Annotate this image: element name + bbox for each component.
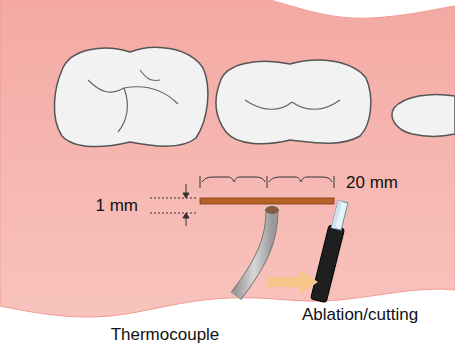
part-label: Thermocouple <box>111 326 220 345</box>
direction-arrow <box>268 270 318 294</box>
dimension-bracket <box>200 176 334 188</box>
dimension-label: 1 mm <box>96 197 139 216</box>
part-label: Ablation/cutting <box>302 306 418 325</box>
dimension-label: 20 mm <box>346 174 398 193</box>
ablation-tool <box>311 200 351 303</box>
incision <box>200 198 334 204</box>
gum <box>0 0 455 317</box>
molar-tooth <box>392 95 455 137</box>
thermocouple <box>236 210 272 296</box>
molar-tooth <box>216 60 371 144</box>
depth-indicator <box>150 184 198 226</box>
molar-tooth <box>54 47 207 146</box>
